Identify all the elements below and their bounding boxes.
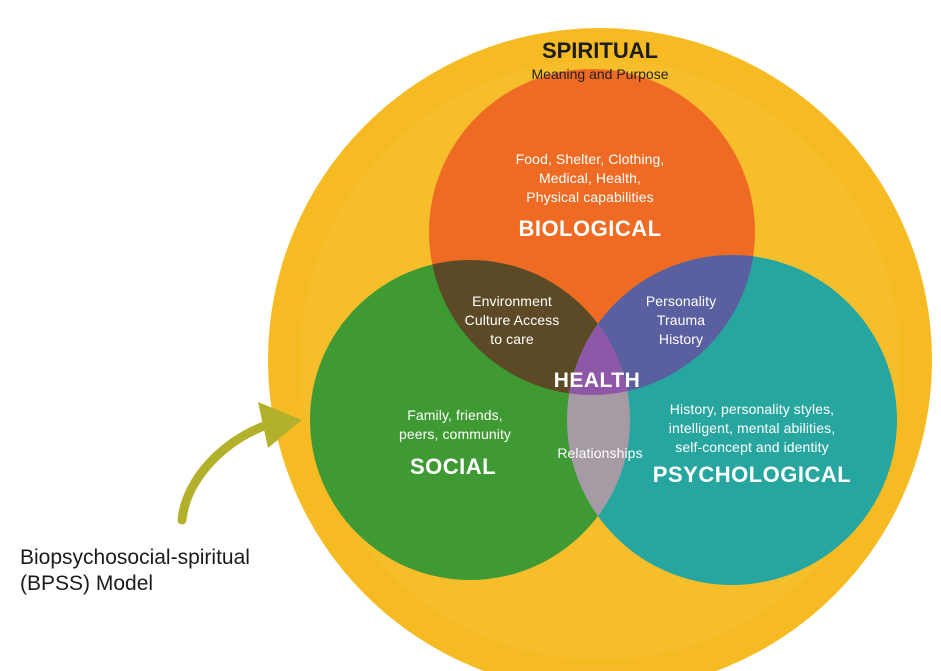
model-caption: Biopsychosocial-spiritual (BPSS) Model [20,545,250,597]
spiritual-title: SPIRITUAL [541,38,659,63]
psychological-description: History, personality styles, intelligent… [669,400,835,457]
health-label: HEALTH [553,369,641,392]
biological-line-2: Medical, Health, [539,170,641,186]
biological-description: Food, Shelter, Clothing, Medical, Health… [516,150,665,207]
bio-psych-line-3: History [658,331,704,347]
bio-psych-description: Personality Trauma History [646,292,716,349]
bio-social-line-2: Culture Access [464,312,560,328]
psychological-title: PSYCHOLOGICAL [652,462,852,487]
bio-social-description: Environment Culture Access to care [465,292,560,349]
spiritual-subtitle: Meaning and Purpose [531,66,669,82]
bio-social-line-3: to care [490,331,534,347]
bio-psych-overlap [567,255,755,395]
psychological-line-3: self-concept and identity [675,439,829,455]
psychological-line-1: History, personality styles, [669,401,835,417]
social-line-2: peers, community [398,426,512,442]
social-line-1: Family, friends, [407,407,503,423]
social-description: Family, friends, peers, community [399,406,511,444]
biological-line-1: Food, Shelter, Clothing, [515,151,665,167]
bio-psych-line-1: Personality [645,293,717,309]
arrow-shaft [177,419,275,525]
social-title: SOCIAL [409,454,497,479]
bio-social-line-1: Environment [472,293,552,309]
biological-line-3: Physical capabilities [526,189,654,205]
psychological-line-2: intelligent, mental abilities, [668,420,836,436]
arrow-head [258,402,302,448]
caption-line-2: (BPSS) Model [20,572,154,595]
bio-psych-line-2: Trauma [656,312,706,328]
caption-line-1: Biopsychosocial-spiritual [20,546,250,569]
bio-social-overlap [429,260,630,395]
relationships-label: Relationships [557,445,643,461]
biological-title: BIOLOGICAL [518,216,662,241]
